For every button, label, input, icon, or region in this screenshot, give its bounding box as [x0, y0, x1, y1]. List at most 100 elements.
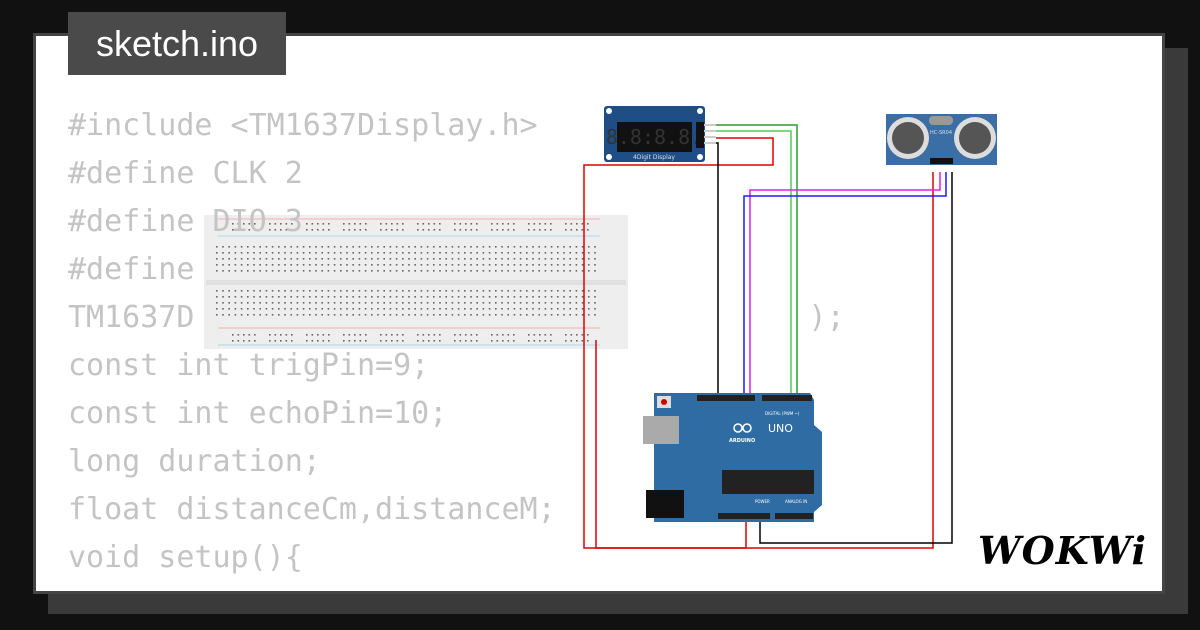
breadboard-hole — [563, 252, 565, 254]
breadboard-hole — [550, 246, 553, 248]
breadboard-hole — [327, 308, 330, 310]
breadboard-hole — [513, 302, 516, 304]
breadboard-hole — [557, 252, 559, 254]
breadboard-hole — [389, 296, 392, 298]
breadboard-hole — [464, 302, 466, 304]
breadboard-hole — [284, 308, 286, 310]
breadboard-hole — [371, 290, 373, 292]
breadboard-hole — [581, 223, 584, 225]
breadboard-hole — [271, 290, 274, 292]
breadboard-hole — [470, 334, 473, 336]
breadboard-hole — [544, 314, 547, 316]
breadboard-hole — [216, 296, 218, 298]
breadboard-hole — [371, 302, 373, 304]
breadboard-hole — [402, 290, 404, 292]
breadboard-hole — [234, 246, 237, 248]
breadboard-hole — [495, 302, 497, 304]
breadboard-hole — [380, 223, 382, 225]
breadboard-hole — [364, 258, 367, 260]
breadboard-hole — [426, 270, 429, 272]
breadboard-hole — [513, 258, 516, 260]
breadboard-hole — [311, 223, 314, 225]
breadboard-hole — [476, 314, 478, 316]
breadboard-hole — [569, 308, 571, 310]
breadboard-hole — [569, 264, 571, 266]
breadboard-hole — [343, 334, 345, 336]
arduino-uno: UNO ARDUINO DIGITAL (PWM ~) POWER ANALOG… — [643, 393, 822, 522]
breadboard-hole — [402, 308, 404, 310]
breadboard-hole — [315, 308, 317, 310]
breadboard-hole — [346, 270, 348, 272]
file-tab[interactable]: sketch.ino — [68, 12, 286, 75]
breadboard-hole — [513, 308, 516, 310]
breadboard-hole — [457, 264, 460, 266]
breadboard-hole — [414, 290, 416, 292]
breadboard-hole — [588, 252, 590, 254]
breadboard-hole — [306, 340, 308, 342]
breadboard-hole — [519, 314, 522, 316]
breadboard-hole — [581, 270, 584, 272]
breadboard-hole — [278, 258, 280, 260]
breadboard-hole — [296, 308, 299, 310]
breadboard-hole — [550, 290, 553, 292]
breadboard-hole — [290, 314, 292, 316]
breadboard-hole — [495, 270, 497, 272]
breadboard-hole — [222, 270, 224, 272]
breadboard-hole — [513, 246, 516, 248]
breadboard-hole — [507, 252, 509, 254]
breadboard-hole — [426, 302, 429, 304]
breadboard-hole — [526, 314, 528, 316]
breadboard-hole — [439, 229, 441, 231]
breadboard-hole — [371, 296, 373, 298]
breadboard-hole — [507, 340, 510, 342]
code-line: #define DIO 3 — [68, 204, 303, 239]
breadboard-hole — [364, 302, 367, 304]
arduino-brand: ARDUINO — [729, 438, 755, 444]
breadboard-hole — [507, 223, 510, 225]
breadboard-hole — [383, 296, 385, 298]
breadboard-hole — [391, 334, 393, 336]
breadboard-hole — [358, 258, 361, 260]
breadboard-hole — [237, 223, 240, 225]
breadboard-hole — [465, 229, 467, 231]
breadboard-hole — [570, 229, 573, 231]
breadboard-hole — [581, 296, 584, 298]
breadboard-hole — [594, 314, 596, 316]
breadboard-hole — [253, 290, 255, 292]
breadboard-hole — [501, 270, 503, 272]
code-line: pinMode(echoPin,INPUT); — [68, 582, 845, 591]
breadboard-hole — [228, 296, 230, 298]
breadboard-hole — [544, 264, 547, 266]
breadboard-hole — [488, 264, 491, 266]
breadboard-hole — [284, 290, 286, 292]
breadboard-hole — [265, 302, 268, 304]
breadboard-hole — [451, 258, 454, 260]
breadboard-hole — [528, 334, 530, 336]
breadboard-hole — [491, 340, 493, 342]
breadboard-hole — [513, 223, 515, 225]
code-line: TM1637D ); — [68, 300, 845, 335]
breadboard-hole — [317, 229, 319, 231]
breadboard-hole — [327, 264, 330, 266]
breadboard-hole — [302, 252, 305, 254]
breadboard-hole — [216, 308, 218, 310]
breadboard-hole — [445, 302, 447, 304]
arduino-infinity-logo-icon — [733, 423, 752, 433]
breadboard-hole — [354, 340, 356, 342]
breadboard-hole — [502, 334, 504, 336]
breadboard-hole — [426, 308, 429, 310]
breadboard-hole — [420, 246, 423, 248]
breadboard-hole — [501, 308, 503, 310]
breadboard-hole — [240, 308, 243, 310]
breadboard-hole — [519, 252, 522, 254]
breadboard-hole — [451, 302, 454, 304]
breadboard-hole — [557, 296, 559, 298]
breadboard-hole — [290, 258, 292, 260]
breadboard-hole — [581, 246, 584, 248]
wire-black — [759, 172, 953, 544]
breadboard-hole — [346, 252, 348, 254]
breadboard-hole — [395, 296, 398, 298]
breadboard-hole — [459, 340, 462, 342]
breadboard-hole — [470, 223, 473, 225]
breadboard-hole — [408, 252, 410, 254]
